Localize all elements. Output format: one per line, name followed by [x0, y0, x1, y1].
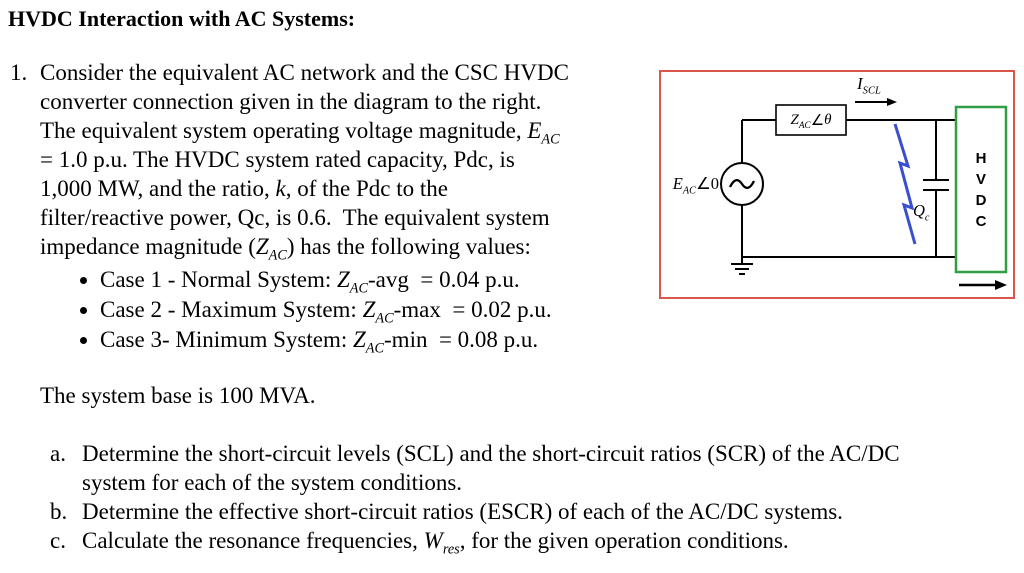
case-item-1: Case 1 - Normal System: ZAC-avg = 0.04 p… — [100, 265, 1024, 296]
wires — [741, 119, 956, 264]
page-title: HVDC Interaction with AC Systems: — [8, 6, 356, 31]
case-item-2: Case 2 - Maximum System: ZAC-max = 0.02 … — [100, 295, 1024, 326]
system-base-note: The system base is 100 MVA. — [40, 383, 316, 408]
ground-icon — [731, 263, 753, 275]
hvdc-letter: D — [975, 191, 987, 209]
subitem-b-label: b. — [50, 499, 68, 524]
circuit-diagram: ISCL ZAC∠θ EAC∠0 Qc H V D C — [659, 70, 1015, 299]
circuit-svg — [720, 98, 1008, 290]
case-list: Case 1 - Normal System: ZAC-avg = 0.04 p… — [0, 265, 1024, 356]
source-voltage-label: EAC∠0 — [672, 174, 719, 197]
fault-bolt-icon — [893, 123, 917, 245]
subitem-a: a. Determine the short-circuit levels (S… — [50, 439, 1024, 497]
hvdc-letter: V — [975, 170, 986, 188]
ac-source-tilde-icon — [728, 179, 756, 189]
reactive-power-label: Qc — [913, 201, 930, 224]
problem-intro: Consider the equivalent AC network and t… — [40, 60, 569, 264]
filter-capacitor-icon — [923, 120, 949, 257]
page: { "title": "HVDC Interaction with AC Sys… — [0, 6, 1024, 573]
impedance-box — [775, 104, 847, 136]
subitem-b: b. Determine the effective short-circuit… — [50, 497, 1024, 526]
impedance-label: ZAC∠θ — [790, 111, 832, 131]
hvdc-converter-box — [954, 105, 1008, 274]
subitem-c-label: c. — [50, 528, 66, 553]
scl-current-label: ISCL — [857, 74, 881, 97]
hvdc-letter: H — [975, 149, 987, 167]
problem-1: 1. Consider the equivalent AC network an… — [10, 58, 1024, 264]
case-item-3: Case 3- Minimum System: ZAC-min = 0.08 p… — [100, 325, 1024, 356]
subitem-list: a. Determine the short-circuit levels (S… — [0, 439, 1024, 558]
subitem-b-text: Determine the effective short-circuit ra… — [82, 499, 843, 524]
subitem-a-label: a. — [50, 441, 66, 466]
hvdc-label: H V D C — [956, 107, 1006, 272]
scl-current-arrow — [855, 98, 897, 106]
subitem-c: c. Calculate the resonance frequencies, … — [50, 526, 1024, 558]
power-flow-arrow — [959, 280, 1007, 290]
subitem-c-text: Calculate the resonance frequencies, Wre… — [82, 528, 789, 558]
subitem-a-text: Determine the short-circuit levels (SCL)… — [82, 441, 900, 495]
hvdc-letter: C — [975, 212, 987, 230]
problem-number: 1. — [10, 60, 28, 85]
